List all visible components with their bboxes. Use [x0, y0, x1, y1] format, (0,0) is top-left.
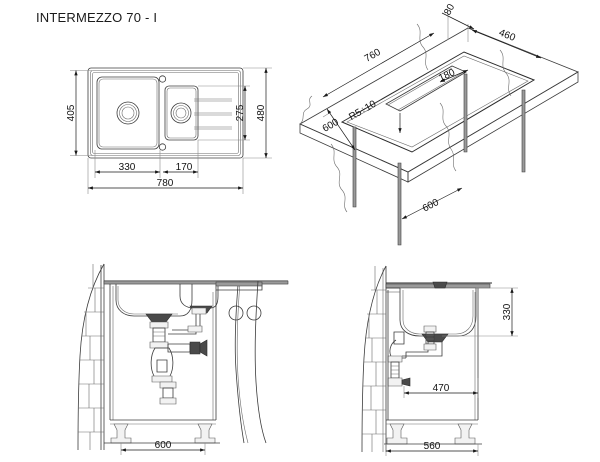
- dim-label-480: 480: [256, 104, 267, 121]
- dim-label-80: 80: [442, 2, 457, 17]
- siphon-riser-side: [393, 331, 405, 345]
- siphon-outlet-side: [401, 377, 411, 387]
- siphon-nut-side-4: [387, 377, 403, 387]
- dim-line-600-lower: [401, 187, 463, 220]
- wall-brick-horizontals-side: [362, 289, 386, 435]
- dim-label-470: 470: [433, 383, 450, 394]
- right-bowl-waste-mid: [173, 105, 189, 121]
- wall-brick-horizontals-front: [78, 287, 104, 433]
- siphon-outlet-tip: [199, 339, 208, 357]
- right-panel-front: [216, 284, 245, 444]
- siphon-thread-lines-1: [153, 331, 165, 337]
- cabinet-leg-front-left: [397, 162, 402, 246]
- dim-label-330-side: 330: [502, 303, 513, 320]
- dim-label-275: 275: [235, 104, 246, 121]
- siphon-nut-5: [159, 397, 177, 405]
- dim-label-405: 405: [66, 104, 77, 121]
- wall-hatch-side: [361, 265, 387, 452]
- tap-hole-front-2: [246, 305, 262, 321]
- sink-outer-rim: [87, 67, 244, 159]
- left-bowl-inner: [98, 78, 158, 148]
- left-bowl-section-inner-front: [117, 286, 178, 315]
- siphon-thread-side: [426, 334, 434, 340]
- dim-label-170: 170: [176, 162, 193, 173]
- cabinet-vertical-right: [463, 73, 468, 153]
- siphon-pipe-side-b: [402, 342, 443, 357]
- cabinet-break-mid: [439, 102, 457, 172]
- dim-label-780: 780: [157, 178, 174, 189]
- siphon-nut-1: [149, 321, 169, 329]
- front-elevation-view: 600: [77, 263, 289, 455]
- side-elevation-view: 330 470 560: [361, 265, 518, 456]
- siphon-inner-cup: [156, 359, 168, 373]
- right-bowl-waste-outer: [170, 102, 192, 124]
- cabinet-break-left: [330, 143, 348, 213]
- overflow-fitting-side: [432, 281, 448, 289]
- wall-brick-verticals-front: [85, 264, 96, 450]
- dim-line-180: [439, 69, 469, 83]
- siphon-nut-side-1: [423, 325, 437, 333]
- siphon-nut-4: [159, 381, 177, 389]
- left-bowl-waste-inner: [121, 106, 135, 120]
- dim-line-760: [322, 32, 435, 98]
- left-bowl-waste-mid: [119, 104, 137, 122]
- dim-label-600-front: 600: [155, 440, 172, 451]
- cabinet-leg-front-right: [521, 89, 526, 173]
- drawing-title: INTERMEZZO 70 - I: [36, 10, 157, 25]
- tap-hole-upper: [158, 75, 167, 83]
- siphon-tail-threads-side: [391, 365, 399, 375]
- left-bowl-waste-outer: [116, 101, 140, 125]
- siphon-nut-2: [149, 341, 169, 349]
- siphon-nut-3: [151, 375, 173, 383]
- right-panel-outer-break-front: [254, 280, 267, 444]
- right-bowl-waste-inner: [175, 107, 187, 119]
- siphon-nut-side-2: [423, 343, 437, 351]
- sink-rim-inner-line-2: [92, 72, 239, 154]
- siphon-branch-nut-2: [187, 325, 203, 333]
- siphon-nut-side-3: [387, 355, 403, 363]
- siphon-branch-nut: [191, 307, 207, 315]
- worktop-right-edge: [407, 71, 579, 183]
- wall-brick-verticals-side: [368, 266, 378, 452]
- siphon-outlet-nipple: [189, 341, 201, 355]
- right-panel-rim-front: [215, 281, 263, 287]
- siphon-branch-right: [168, 313, 197, 335]
- left-bowl: [96, 76, 160, 150]
- wall-hatch-front: [77, 263, 105, 451]
- dim-line-600-upper: [326, 108, 356, 151]
- dim-label-560: 560: [424, 441, 441, 452]
- dim-label-330: 330: [119, 162, 136, 173]
- cabinet-vertical-left: [352, 126, 357, 208]
- dim-line-460: [471, 29, 542, 59]
- worktop-break-line-left: [299, 95, 313, 125]
- dim-line-80: [441, 12, 475, 30]
- tap-hole-front-1: [228, 305, 244, 321]
- wall-break-outline-side: [361, 265, 387, 452]
- plan-view: 405 275 480 330 170 780: [66, 67, 272, 194]
- sink-rim-inner-line: [90, 70, 241, 156]
- tap-hole-lower: [158, 143, 167, 151]
